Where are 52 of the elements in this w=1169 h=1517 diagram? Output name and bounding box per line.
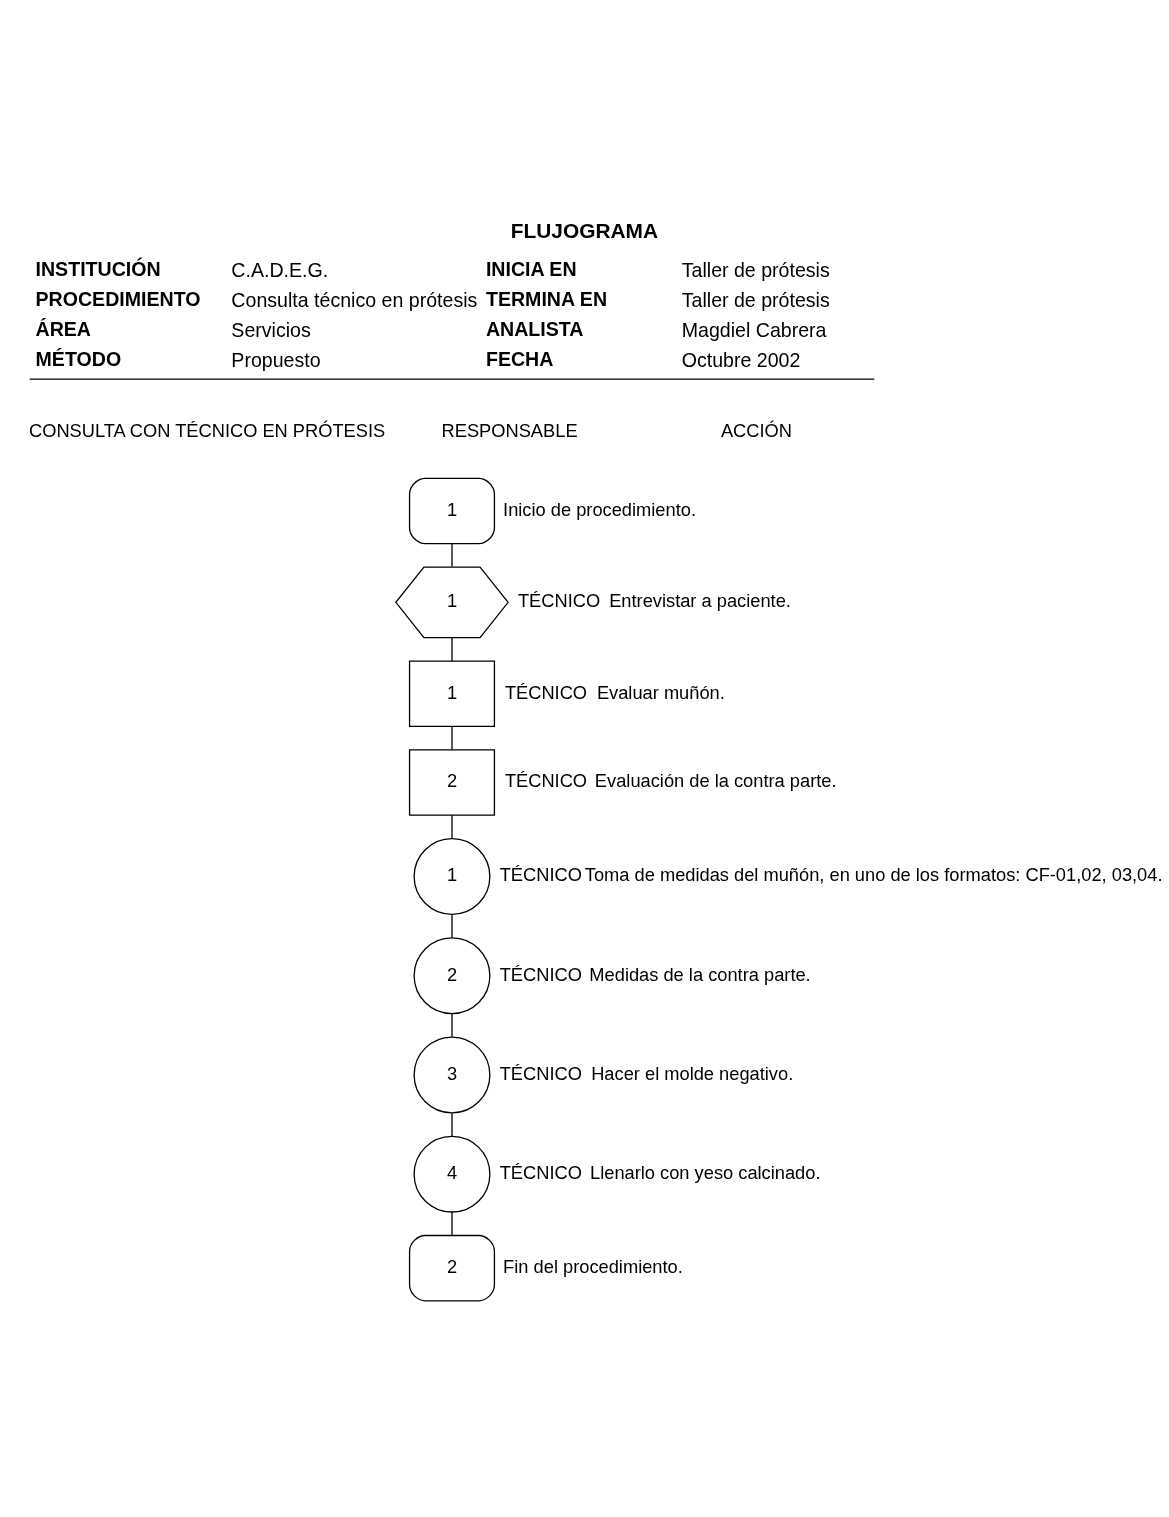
node-label: Entrevistar a paciente. [609, 589, 791, 611]
connector [451, 1112, 453, 1137]
node-label: TÉCNICO [499, 863, 582, 885]
label: Taller de prótesis [681, 288, 830, 311]
label: INICIA EN [485, 257, 577, 280]
connector [451, 1012, 453, 1037]
label: Octubre 2002 [681, 348, 801, 371]
label: TERMINA EN [485, 287, 608, 310]
label: ÁREA [35, 317, 92, 340]
node-label: TÉCNICO [504, 681, 588, 703]
connector [451, 1210, 453, 1236]
node-box: 2 [408, 1234, 496, 1301]
label: ACCIÓN [720, 419, 792, 441]
node-label: TÉCNICO [499, 1062, 582, 1084]
node-circle: 4 [413, 1135, 491, 1213]
node-box: 1 [408, 477, 496, 544]
node-label: Medidas de la contra parte. [589, 963, 811, 985]
node-label: Evaluación de la contra parte. [594, 769, 837, 791]
connector [451, 636, 453, 662]
diagram-title: FLUJOGRAMA [510, 218, 659, 242]
label: INSTITUCIÓN [35, 257, 161, 280]
node-label: Llenarlo con yeso calcinado. [590, 1161, 821, 1183]
label: MÉTODO [35, 347, 122, 370]
connector [451, 725, 453, 750]
label: Servicios [231, 318, 311, 341]
node-box: 1 [408, 659, 496, 727]
label: Consulta técnico en prótesis [231, 288, 478, 311]
node-circle: 3 [413, 1035, 491, 1113]
node-label: Fin del procedimiento. [503, 1255, 683, 1277]
node-label: Inicio de procedimiento. [503, 498, 696, 520]
node-label: Hacer el molde negativo. [591, 1062, 794, 1084]
node-circle: 1 [413, 837, 491, 915]
node-label: TÉCNICO [499, 963, 582, 985]
node-label: Toma de medidas del muñón, en uno de los formatos: CF-01,02, 03,04. [584, 863, 1163, 885]
label: Taller de prótesis [681, 258, 830, 281]
label: FECHA [485, 347, 554, 370]
node-label: TÉCNICO [504, 769, 588, 791]
connector [451, 542, 453, 567]
node-label: TÉCNICO [499, 1161, 582, 1183]
connector [451, 814, 453, 839]
connector [451, 913, 453, 938]
label: RESPONSABLE [441, 419, 578, 441]
label: ANALISTA [485, 317, 584, 340]
node-box: 2 [408, 748, 496, 816]
node-circle: 2 [413, 936, 491, 1014]
label: CONSULTA CON TÉCNICO EN PRÓTESIS [29, 419, 386, 441]
label: Propuesto [231, 348, 321, 371]
label: PROCEDIMIENTO [35, 287, 201, 310]
node-label: Evaluar muñón. [596, 681, 725, 703]
label: C.A.D.E.G. [231, 258, 329, 281]
node-label: TÉCNICO [517, 589, 601, 611]
label: Magdiel Cabrera [681, 318, 827, 341]
